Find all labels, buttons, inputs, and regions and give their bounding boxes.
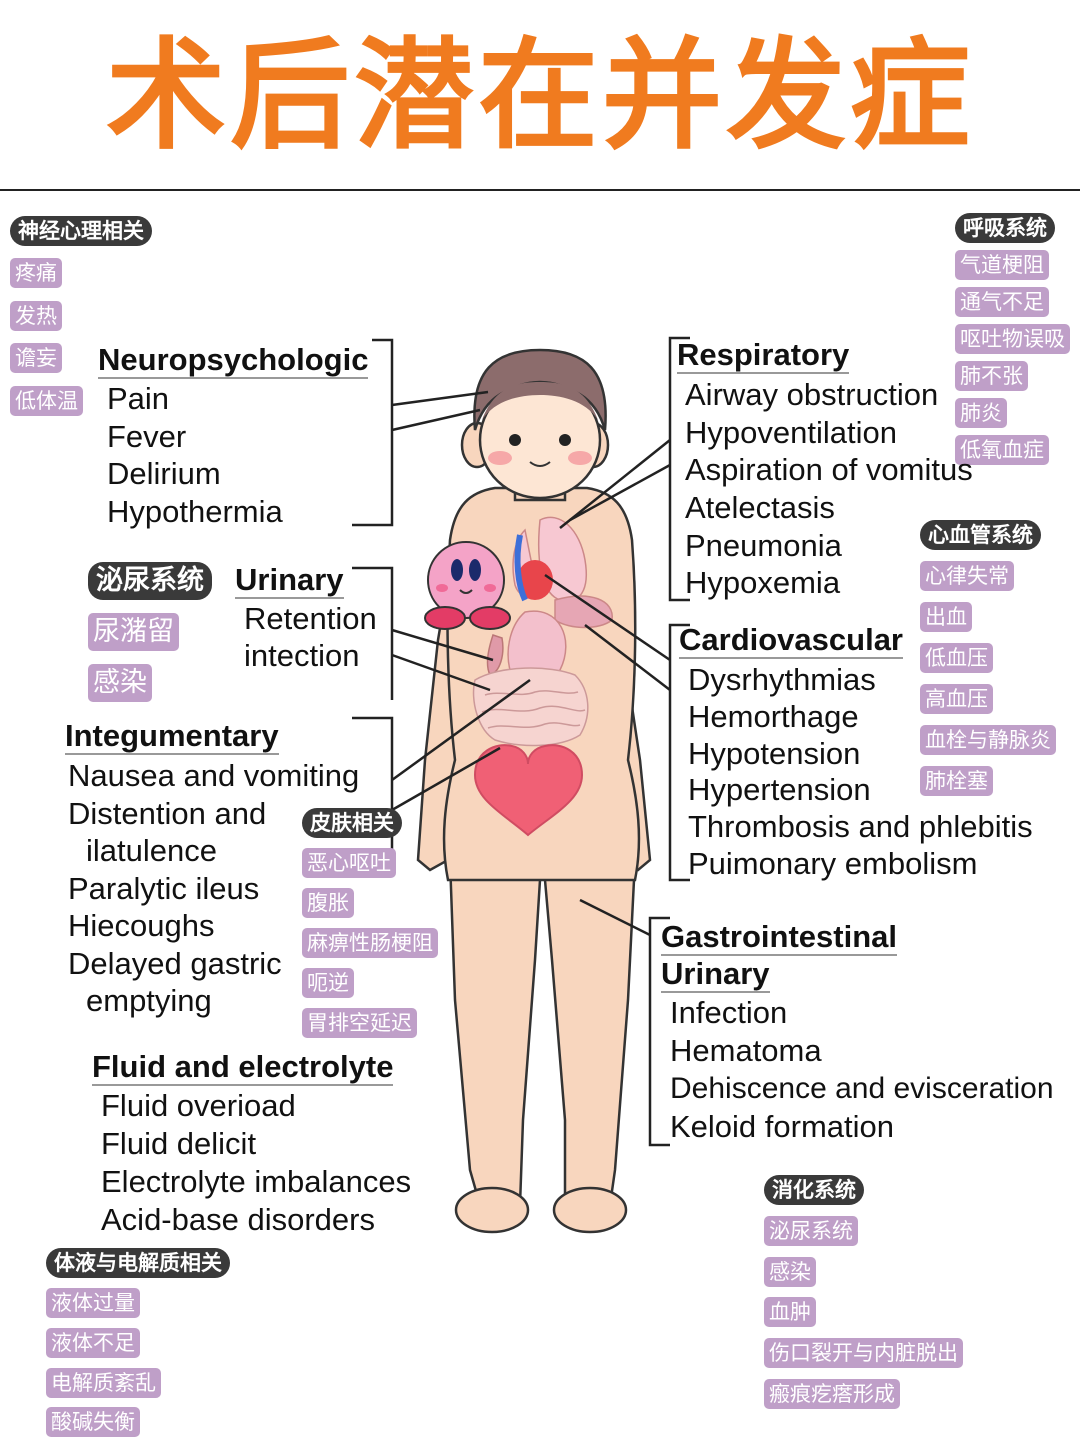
- cardio-cn-item: 血栓与静脉炎: [920, 725, 1056, 755]
- cardio-cn-head: 心血管系统: [920, 520, 1041, 550]
- right-foot: [552, 1186, 628, 1234]
- gi-en-head: Gastrointestinal: [661, 919, 897, 956]
- gi-cn-head: 消化系统: [764, 1175, 864, 1205]
- fluid-cn-item: 电解质紊乱: [46, 1368, 161, 1398]
- cardio-en-item: Dysrhythmias: [688, 662, 876, 697]
- neuro-cn-head: 神经心理相关: [10, 216, 152, 246]
- left-eye: [509, 434, 521, 446]
- fluid-en-item: Fluid overioad: [101, 1088, 296, 1123]
- resp-cn-item: 气道梗阻: [955, 250, 1049, 280]
- integ-en-head: Integumentary: [65, 718, 279, 755]
- fluid-en-item: Fluid delicit: [101, 1126, 257, 1161]
- cardio-cn-item: 低血压: [920, 643, 993, 673]
- integ-en-item: Distention and: [68, 796, 267, 831]
- gi-en-head-2: Urinary: [661, 956, 770, 993]
- gi-en-item: Hematoma: [670, 1033, 822, 1068]
- neuro-en-item: Delirium: [107, 456, 221, 491]
- right-cheek: [568, 451, 592, 465]
- fluid-en-item: Acid-base disorders: [101, 1202, 375, 1237]
- integ-en-item: Nausea and vomiting: [68, 758, 360, 793]
- resp-en-item: Pneumonia: [685, 528, 842, 563]
- gi-cn-item: 血肿: [764, 1297, 816, 1327]
- connector-lines: [352, 336, 690, 1147]
- resp-en-item: Aspiration of vomitus: [685, 452, 973, 487]
- left-cheek: [488, 451, 512, 465]
- integ-cn-item: 麻痹性肠梗阻: [302, 928, 438, 958]
- integ-cn-item: 腹胀: [302, 888, 354, 918]
- urinary-cn-item: 感染: [88, 664, 152, 702]
- gi-en-item: Dehiscence and evisceration: [670, 1072, 1054, 1105]
- resp-cn-item: 肺不张: [955, 361, 1028, 391]
- right-leg: [543, 858, 637, 1207]
- fluid-cn-item: 液体过量: [46, 1288, 140, 1318]
- resp-en-item: Hypoventilation: [685, 415, 897, 450]
- resp-cn-item: 低氧血症: [955, 435, 1049, 465]
- gi-cn-item: 泌尿系统: [764, 1216, 858, 1246]
- neuro-cn-item: 谵妄: [10, 343, 62, 373]
- neuro-en-item: Hypothermia: [107, 494, 283, 529]
- neuro-en-item: Fever: [107, 419, 187, 454]
- cardio-en-item: Hemorthage: [688, 699, 859, 734]
- urinary-cn-item: 尿潴留: [88, 613, 179, 651]
- integ-cn-item: 胃排空延迟: [302, 1008, 417, 1038]
- fluid-cn-item: 液体不足: [46, 1328, 140, 1358]
- cardio-en-item: Hypertension: [688, 772, 871, 807]
- integ-cn-item: 呃逆: [302, 968, 354, 998]
- urinary-en-head: Urinary: [235, 562, 344, 599]
- cardio-en-item: Hypotension: [688, 736, 861, 771]
- bladder-heart: [473, 744, 584, 837]
- integ-en-item: emptying: [86, 983, 212, 1018]
- neuro-cn-item: 疼痛: [10, 258, 62, 288]
- fluid-cn-head: 体液与电解质相关: [46, 1248, 230, 1278]
- right-eye: [559, 434, 571, 446]
- cardio-en-item: Puimonary embolism: [688, 846, 978, 881]
- resp-en-item: Hypoxemia: [685, 565, 841, 600]
- fluid-cn-item: 酸碱失衡: [46, 1407, 140, 1437]
- mouth: [529, 461, 551, 467]
- left-leg: [448, 858, 542, 1207]
- heart-organ: [517, 560, 553, 600]
- cardio-cn-item: 高血压: [920, 684, 993, 714]
- integ-en-item: Hiecoughs: [68, 908, 215, 943]
- title-divider: [0, 189, 1080, 191]
- gi-cn-item: 感染: [764, 1257, 816, 1287]
- cardio-cn-item: 出血: [920, 602, 972, 632]
- neuro-cn-item: 发热: [10, 301, 62, 331]
- resp-cn-item: 通气不足: [955, 287, 1049, 317]
- cardio-cn-item: 心律失常: [920, 561, 1014, 591]
- gi-cn-item: 伤口裂开与内脏脱出: [764, 1338, 963, 1368]
- resp-cn-head: 呼吸系统: [955, 213, 1055, 243]
- integ-en-item: Delayed gastric: [68, 946, 282, 981]
- integ-en-item: Paralytic ileus: [68, 871, 260, 906]
- neuro-en-item: Pain: [107, 381, 170, 416]
- resp-en-head: Respiratory: [677, 337, 850, 374]
- neuro-en-head: Neuropsychologic: [98, 342, 369, 379]
- neuro-cn-item: 低体温: [10, 386, 83, 416]
- resp-en-item: Atelectasis: [685, 490, 835, 525]
- fluid-en-item: Electrolyte imbalances: [101, 1164, 412, 1199]
- gi-en-item: Infection: [670, 995, 788, 1030]
- cardio-en-item: Thrombosis and phlebitis: [688, 809, 1033, 844]
- urinary-en-item: intection: [244, 638, 360, 673]
- resp-cn-item: 呕吐物误吸: [955, 324, 1070, 354]
- cardio-en-head: Cardiovascular: [679, 622, 903, 659]
- page-title: 术后潜在并发症: [106, 27, 974, 166]
- resp-en-item: Airway obstruction: [685, 377, 939, 412]
- integ-cn-head: 皮肤相关: [302, 808, 402, 838]
- left-foot: [454, 1186, 530, 1234]
- fluid-en-head: Fluid and electrolyte: [92, 1049, 394, 1086]
- cardio-cn-item: 肺栓塞: [920, 766, 993, 796]
- integ-en-item: ilatulence: [86, 833, 217, 868]
- urinary-en-item: Retention: [244, 601, 377, 636]
- gi-en-item: Keloid formation: [670, 1109, 895, 1144]
- gi-cn-item: 瘢痕疙瘩形成: [764, 1379, 900, 1409]
- intestines: [472, 667, 589, 747]
- urinary-cn-head: 泌尿系统: [88, 562, 212, 600]
- resp-cn-item: 肺炎: [955, 398, 1007, 428]
- aorta: [514, 534, 528, 602]
- integ-cn-item: 恶心呕吐: [302, 848, 396, 878]
